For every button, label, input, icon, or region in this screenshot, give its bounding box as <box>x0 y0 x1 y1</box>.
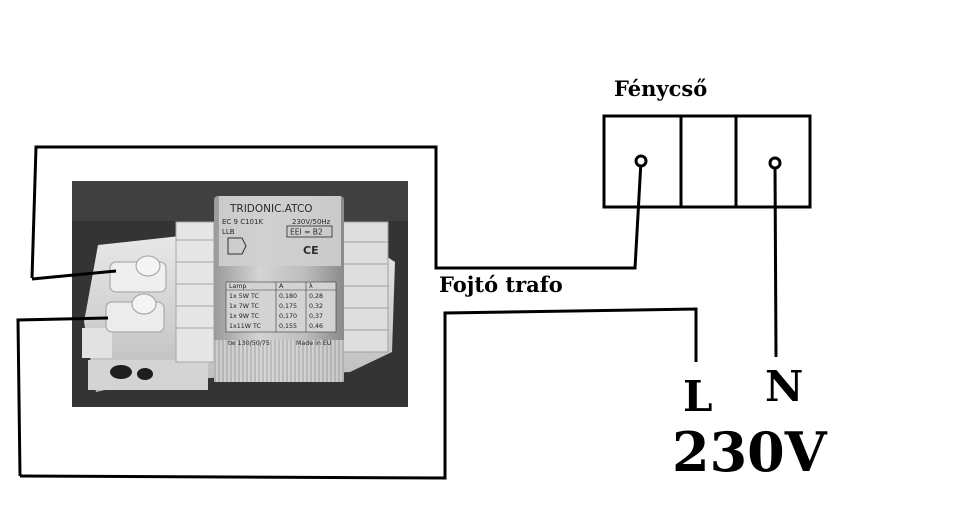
tube-pin-right <box>768 156 782 170</box>
wires <box>16 145 778 480</box>
terminal-block <box>105 221 389 363</box>
lamp-table-cell: 1x11W TC <box>229 323 261 330</box>
wire-line-L <box>19 307 698 480</box>
efficiency-class: EEI = B2 <box>290 228 323 237</box>
tube-label: Fénycső <box>614 76 708 101</box>
lamp-table-cell: 1x 5W TC <box>229 293 259 300</box>
lamp-table-cell: 0,155 <box>279 323 297 330</box>
cert-mark-icon <box>227 237 247 255</box>
wire-to-tube-left <box>30 145 643 279</box>
ballast-model: EC 9 C101K <box>222 218 263 226</box>
ballast-photo: TRIDONIC.ATCO EC 9 C101K 230V/50Hz LLB E… <box>72 181 408 407</box>
ballast-footer-left: tw 130/50/75 <box>228 340 270 347</box>
lamp-table-cell: 0,175 <box>279 303 297 310</box>
ballast-code: LLB <box>222 228 235 236</box>
wire-terminal-2 <box>16 316 109 477</box>
choke-label: Fojtó trafo <box>439 272 563 297</box>
lamp-table-cell: 0,32 <box>309 303 323 310</box>
lamp-table-cell: 0,46 <box>309 323 323 330</box>
line-label: L <box>683 372 713 421</box>
lamp-table-cell: 0,37 <box>309 313 323 320</box>
lamp-table-header: λ <box>309 283 313 290</box>
tube-pin-left <box>634 154 648 168</box>
mounting-hole <box>137 368 153 380</box>
tube-box <box>602 114 812 209</box>
lamp-table-cell: 0,170 <box>279 313 297 320</box>
lamp-table-cell: 0,28 <box>309 293 323 300</box>
voltage-label: 230V <box>672 420 827 484</box>
wire-terminal-1 <box>31 269 117 281</box>
ballast-rating: 230V/50Hz <box>292 218 331 226</box>
neutral-label: N <box>765 362 804 411</box>
lamp-table-cell: 1x 9W TC <box>229 313 259 320</box>
ce-mark: CE <box>303 244 319 257</box>
wire-neutral-N <box>773 163 778 358</box>
lamp-table-cell: 0,180 <box>279 293 297 300</box>
lamp-table-header: Lamp <box>229 283 247 290</box>
ballast-footer-right: Made in EU <box>296 340 332 347</box>
lamp-table-cell: 1x 7W TC <box>229 303 259 310</box>
mounting-hole <box>110 365 132 379</box>
tube-symbol <box>602 114 812 209</box>
lamp-table-header: A <box>279 283 284 290</box>
ballast-top-label: TRIDONIC.ATCO EC 9 C101K 230V/50Hz LLB E… <box>219 196 341 266</box>
ballast-brand: TRIDONIC.ATCO <box>229 203 313 215</box>
